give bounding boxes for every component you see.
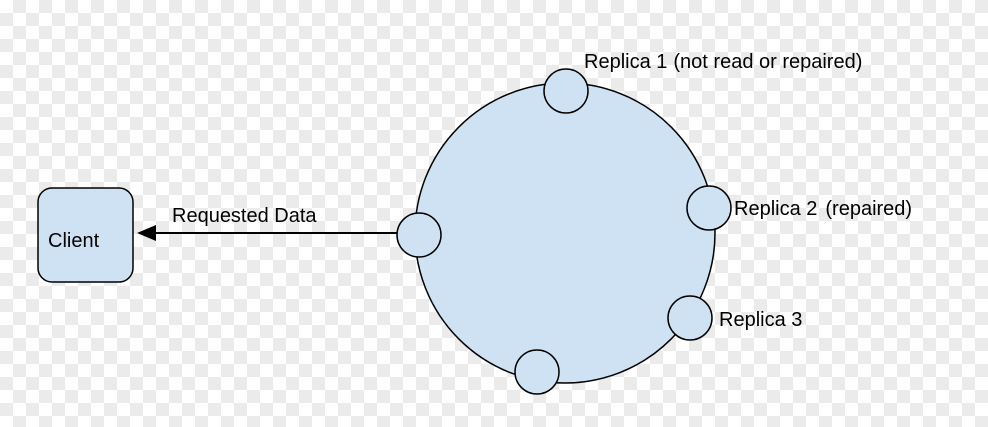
- replica-1-label: Replica 1 (not read or repaired): [584, 51, 862, 73]
- ring-circle: [414, 82, 716, 384]
- replica-1-name: Replica 1: [584, 51, 667, 73]
- arrowhead-icon: [137, 225, 156, 241]
- coordinator-node: [396, 212, 442, 258]
- replica-2-note: (repaired): [825, 198, 912, 220]
- replica-1-note: (not read or repaired): [673, 51, 862, 73]
- replica-2-label: Replica 2 (repaired): [734, 198, 912, 220]
- bottom-node: [514, 349, 560, 395]
- replica-3-node: [667, 295, 713, 341]
- replica-2-node: [686, 185, 732, 231]
- requested-data-label: Requested Data: [172, 205, 317, 227]
- replica-3-label: Replica 3: [719, 309, 802, 331]
- replica-2-name: Replica 2: [734, 198, 817, 220]
- replica-3-name: Replica 3: [719, 309, 802, 331]
- replica-1-node: [543, 68, 589, 114]
- client-box: [37, 187, 134, 283]
- client-label: Client: [48, 230, 100, 252]
